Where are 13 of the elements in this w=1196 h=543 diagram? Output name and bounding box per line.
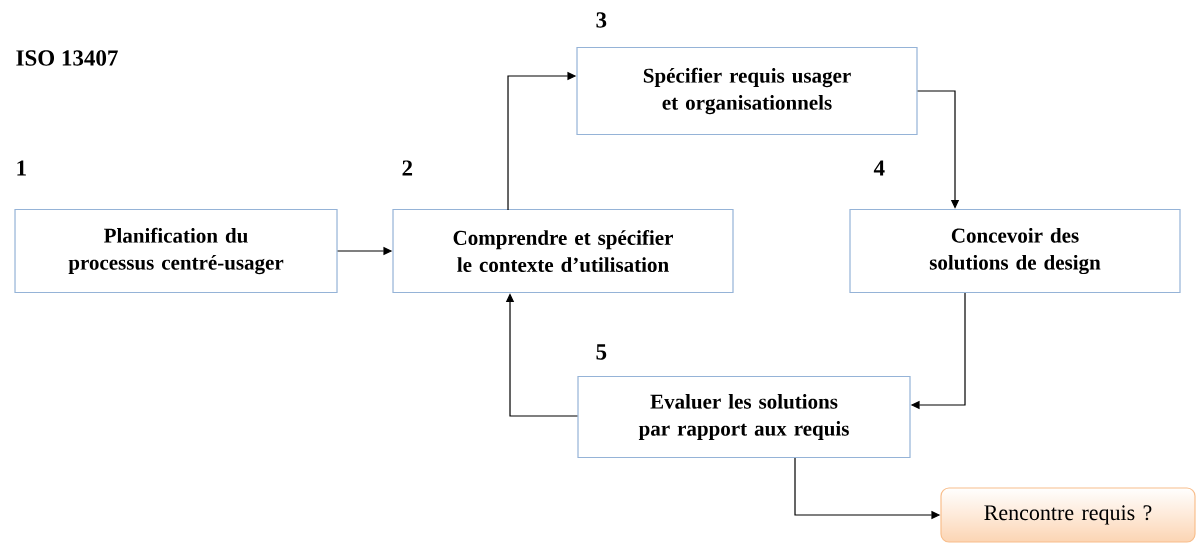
- process-box: Evaluer les solutions par rapport aux requis: [577, 375, 911, 459]
- step-number: 5: [596, 344, 607, 360]
- title: ISO 13407: [16, 50, 118, 66]
- step-number: 4: [873, 160, 885, 176]
- step-number: 3: [596, 12, 607, 28]
- process-box: Planification du processus centré-usager: [14, 208, 338, 294]
- arrow: [505, 293, 578, 417]
- step-number: 2: [402, 160, 413, 176]
- step-number: 1: [17, 160, 26, 176]
- process-box: Comprendre et spécifier le contexte d’utilisation: [392, 208, 734, 294]
- decision-box: Rencontre requis ?: [940, 487, 1196, 543]
- process-box: Spécifier requis usager et organisationnels: [576, 46, 918, 136]
- process-box: Concevoir des solutions de design: [849, 208, 1181, 294]
